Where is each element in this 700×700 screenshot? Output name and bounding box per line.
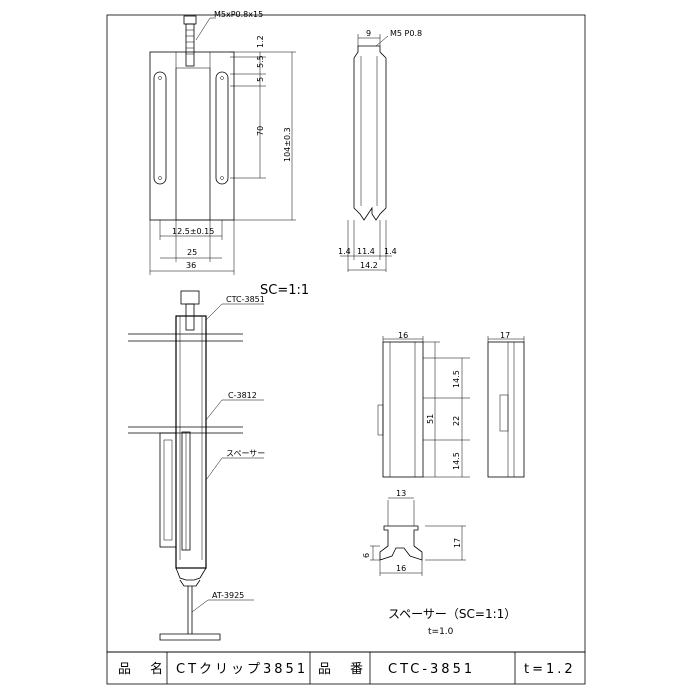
at-base	[159, 633, 221, 641]
dim-1-4-right: 1.4	[384, 247, 397, 256]
dim-h14-5-a: 14.5	[452, 370, 461, 388]
ctc-label: CTC-3851	[226, 295, 265, 304]
part-value: CTC-3851	[388, 662, 475, 677]
dim-25: 25	[187, 248, 197, 257]
spacer-thickness: t=1.0	[428, 627, 454, 637]
spacer-views: 16 51 14.5 22 14.5 17 13 6 17	[362, 331, 525, 637]
dim-11-4: 11.4	[357, 247, 375, 256]
title-thickness: t=1.2	[524, 662, 576, 677]
dim-70: 70	[256, 126, 265, 136]
clip-plate	[149, 51, 235, 221]
dim-w17: 17	[500, 331, 510, 340]
at-label: AT-3925	[212, 591, 244, 600]
screw-head	[183, 15, 197, 25]
dim-5-5: 5.5	[256, 55, 265, 68]
thread-label: M5 P0.8	[390, 29, 422, 38]
assembly-view: CTC-3851 C-3812 スペーサー AT-3925	[128, 290, 265, 641]
side-view: 9 M5 P0.8 1.4 11.4 1.4 14.2	[338, 29, 422, 272]
c-channel	[159, 432, 177, 548]
spacer-title: スペーサー（SC=1:1）	[388, 607, 516, 621]
dim-12-5: 12.5±0.15	[172, 227, 214, 236]
drawing-frame	[106, 14, 586, 653]
dim-w16-top: 16	[398, 331, 408, 340]
dim-w16-bottom: 16	[396, 564, 406, 573]
dim-36: 36	[186, 261, 196, 270]
dim-1-4-left: 1.4	[338, 247, 351, 256]
front-view: M5xP0.8x15 1.2 5.5 5 70 104±0.3 12.5±0.1…	[149, 10, 296, 275]
name-value: CTクリップ3851	[176, 662, 308, 677]
dim-1-2: 1.2	[256, 35, 265, 48]
dim-h51: 51	[426, 414, 435, 424]
dim-h6: 6	[362, 553, 371, 558]
spacer-profile	[379, 525, 423, 561]
c-label: C-3812	[228, 391, 257, 400]
dim-w13: 13	[396, 489, 406, 498]
part-header: 品 番	[318, 662, 366, 677]
dim-h22: 22	[452, 416, 461, 426]
dim-9: 9	[366, 29, 371, 38]
dim-h17: 17	[453, 538, 462, 548]
dim-5: 5	[256, 77, 265, 82]
slot-left	[153, 71, 167, 185]
dim-14-2: 14.2	[360, 261, 378, 270]
screw-shaft	[185, 23, 195, 67]
screw-label: M5xP0.8x15	[214, 10, 263, 19]
dim-104: 104±0.3	[283, 127, 292, 162]
title-block: 品 名 CTクリップ3851 品 番 CTC-3851 t=1.2	[106, 651, 586, 685]
slot-right	[215, 71, 229, 185]
bolt-head	[180, 290, 200, 305]
spacer-side	[487, 341, 525, 478]
name-header: 品 名	[118, 661, 166, 677]
clip-body	[175, 315, 207, 569]
spacer-front	[382, 341, 424, 478]
scale-label: SC=1:1	[260, 283, 309, 298]
spacer-label: スペーサー	[226, 449, 265, 458]
dim-h14-5-b: 14.5	[452, 452, 461, 470]
clip-profile	[353, 45, 387, 221]
